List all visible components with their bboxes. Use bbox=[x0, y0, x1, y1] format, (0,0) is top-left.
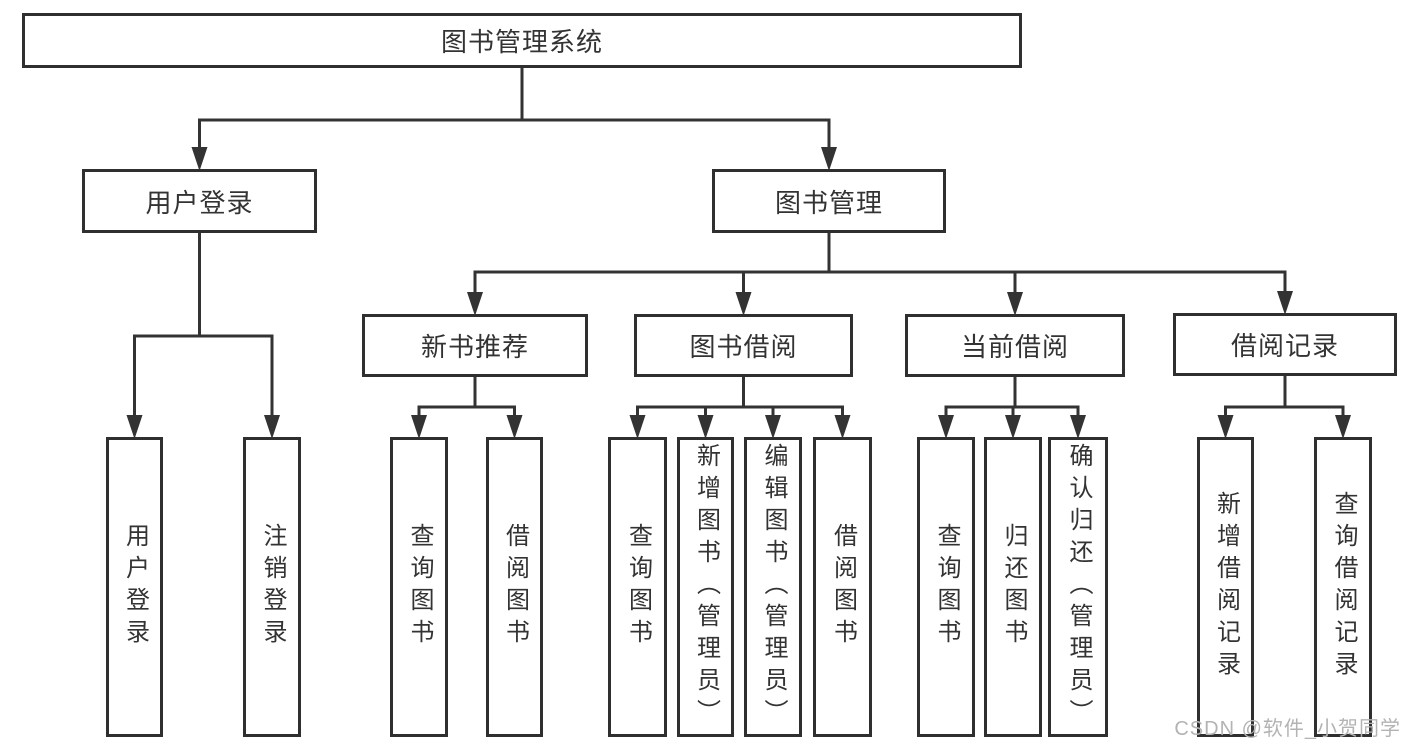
arrowhead-icon bbox=[629, 415, 646, 439]
arrowhead-icon bbox=[191, 147, 208, 171]
csdn-watermark: CSDN @软件_小贺同学 bbox=[1174, 718, 1401, 740]
node-v-add-book: 新增图书（管理员） bbox=[677, 437, 734, 737]
node-label: 查询图书 bbox=[406, 523, 433, 651]
node-user-login: 用户登录 bbox=[82, 169, 317, 233]
node-label: 用户登录 bbox=[145, 187, 254, 218]
arrowhead-icon bbox=[264, 415, 280, 439]
node-v-query-borrow-rec: 查询借阅记录 bbox=[1314, 437, 1372, 737]
node-root: 图书管理系统 bbox=[22, 13, 1022, 68]
node-label: 用户登录 bbox=[121, 523, 149, 651]
node-v-edit-book: 编辑图书（管理员） bbox=[744, 437, 802, 737]
node-label: 注销登录 bbox=[259, 523, 286, 651]
arrowhead-icon bbox=[1005, 415, 1021, 439]
node-v-return-book: 归还图书 bbox=[984, 437, 1042, 737]
node-label: 图书管理系统 bbox=[440, 27, 603, 57]
arrowhead-icon bbox=[1070, 415, 1086, 439]
node-label: 查询图书 bbox=[624, 523, 652, 651]
node-v-borrow-book-1: 借阅图书 bbox=[486, 437, 543, 737]
node-label: 图书借阅 bbox=[689, 332, 798, 362]
node-new-book-rec: 新书推荐 bbox=[362, 314, 588, 377]
arrowhead-icon bbox=[126, 415, 143, 439]
arrowhead-icon bbox=[411, 415, 427, 439]
node-label: 新增借阅记录 bbox=[1212, 491, 1240, 683]
node-label: 归还图书 bbox=[1000, 523, 1027, 651]
node-label: 当前借阅 bbox=[960, 332, 1069, 362]
node-label: 新书推荐 bbox=[420, 332, 529, 362]
node-label: 确认归还（管理员） bbox=[1065, 443, 1092, 731]
node-label: 查询图书 bbox=[933, 523, 960, 651]
node-v-query-book-1: 查询图书 bbox=[390, 437, 448, 737]
node-v-query-book-2: 查询图书 bbox=[608, 437, 667, 737]
arrowhead-icon bbox=[938, 415, 954, 439]
arrowhead-icon bbox=[1277, 291, 1293, 315]
node-v-add-borrow-rec: 新增借阅记录 bbox=[1197, 437, 1254, 737]
node-v-borrow-book-2: 借阅图书 bbox=[813, 437, 872, 737]
arrowhead-icon bbox=[697, 415, 714, 439]
node-label: 借阅图书 bbox=[501, 523, 529, 651]
node-v-logout: 注销登录 bbox=[243, 437, 301, 737]
arrowhead-icon bbox=[735, 292, 752, 316]
arrowhead-icon bbox=[1217, 415, 1234, 439]
arrowhead-icon bbox=[467, 292, 483, 316]
node-book-borrow: 图书借阅 bbox=[634, 314, 853, 377]
arrowhead-icon bbox=[821, 147, 837, 171]
arrowhead-icon bbox=[506, 415, 523, 439]
node-label: 借阅记录 bbox=[1230, 331, 1339, 361]
node-label: 新增图书（管理员） bbox=[692, 443, 720, 731]
node-label: 图书管理 bbox=[774, 187, 883, 218]
node-borrow-records: 借阅记录 bbox=[1173, 313, 1397, 376]
arrowhead-icon bbox=[1007, 292, 1023, 316]
node-label: 借阅图书 bbox=[829, 523, 857, 651]
node-book-mgmt: 图书管理 bbox=[712, 169, 946, 233]
arrowhead-icon bbox=[1335, 415, 1351, 439]
node-label: 查询借阅记录 bbox=[1330, 491, 1357, 683]
node-current-borrow: 当前借阅 bbox=[905, 314, 1125, 377]
arrowhead-icon bbox=[765, 415, 781, 439]
node-v-query-book-3: 查询图书 bbox=[917, 437, 975, 737]
node-v-user-login: 用户登录 bbox=[106, 437, 163, 737]
node-label: 编辑图书（管理员） bbox=[760, 443, 787, 731]
node-v-confirm-return: 确认归还（管理员） bbox=[1048, 437, 1108, 737]
arrowhead-icon bbox=[834, 415, 851, 439]
